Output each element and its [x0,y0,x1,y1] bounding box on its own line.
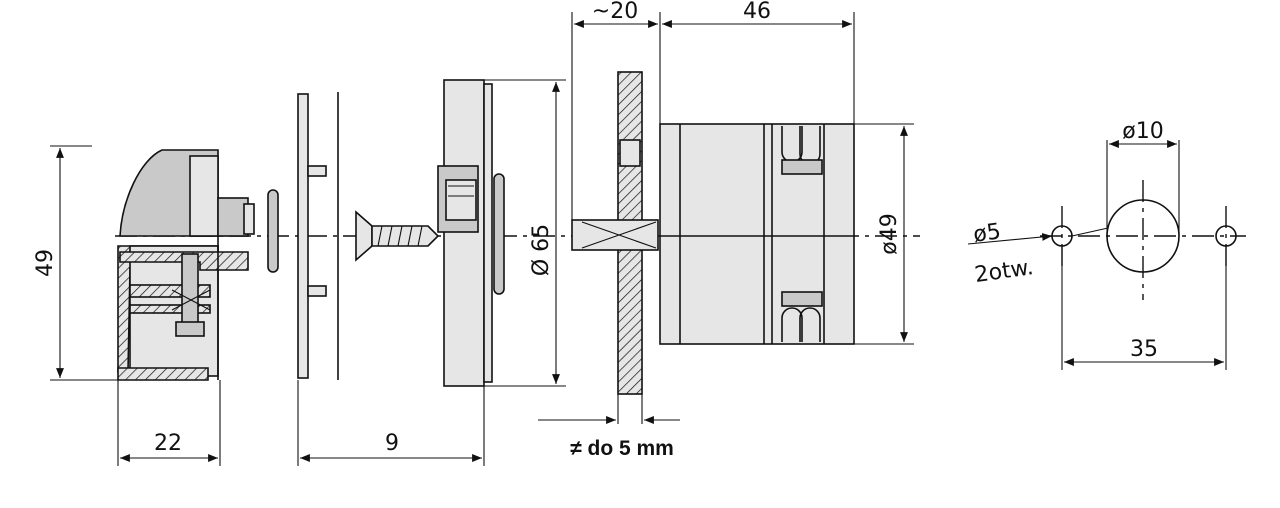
dim-hole-count: 2otw. [973,255,1035,288]
hole-pattern [1040,180,1246,300]
dim-switch-diameter: ø49 [877,213,902,254]
dim-fixing-hole: ø5 [972,219,1003,248]
dim-knob-height: 49 [33,249,58,277]
knob-handle [117,149,255,381]
dim-hole-spacing: 35 [1130,337,1158,362]
dim-panel-gap: ~20 [592,0,638,24]
dim-switch-length: 46 [743,0,771,24]
dim-knob-depth: 22 [154,431,182,456]
dim-plate-gap: 9 [385,431,399,456]
shaft [571,219,659,251]
screw [355,210,440,262]
dim-plate-diameter: Ø 65 [529,224,554,276]
o-ring-2 [493,173,505,295]
front-plate [297,92,339,380]
dim-center-hole: ø10 [1122,119,1163,144]
o-ring-1 [267,189,279,273]
dim-panel-thickness: ≠ do 5 mm [570,437,674,460]
escutcheon-plate [437,79,493,387]
switch-body [659,123,855,345]
